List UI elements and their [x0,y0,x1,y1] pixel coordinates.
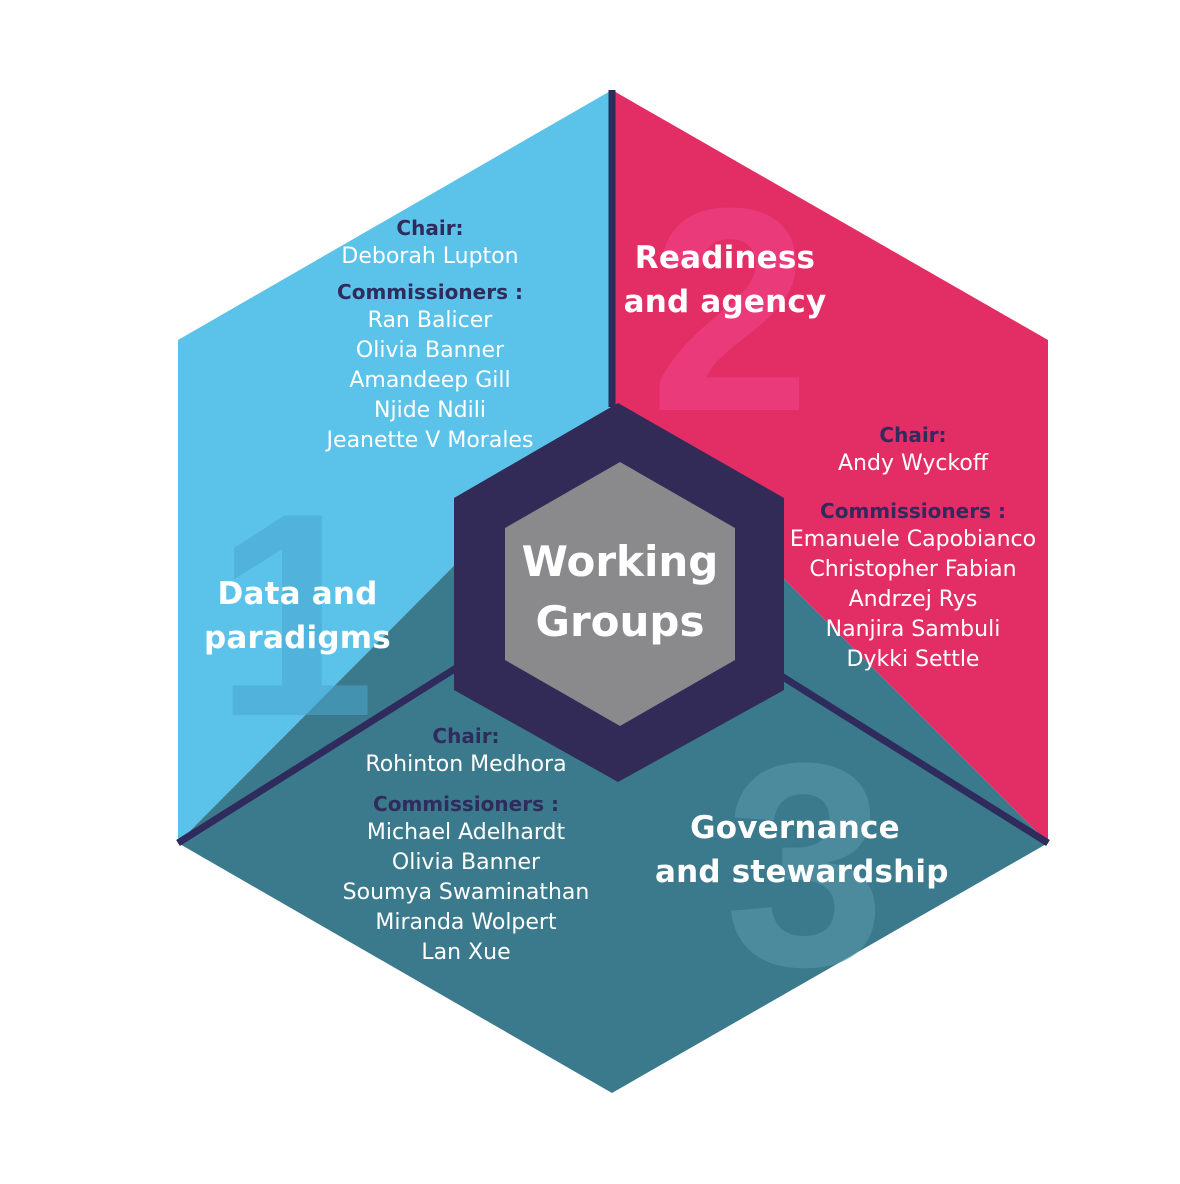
group-1-commissioner: Olivia Banner [355,338,505,363]
group-2-members: Chair: Andy Wyckoff Commissioners : Eman… [782,421,1044,675]
group-1-commissioners-label: Commissioners : [337,280,523,304]
group-3-chair-label: Chair: [432,724,500,748]
group-1-commissioner: Ran Balicer [367,308,493,333]
group-2-commissioner: Andrzej Rys [848,587,978,612]
group-2-title-line-1: Readiness [634,240,816,276]
center-label: Working Groups [500,532,740,652]
group-1-commissioner: Njide Ndili [374,398,486,423]
center-label-line-1: Working [521,537,719,586]
group-1-commissioner: Jeanette V Morales [326,428,534,453]
center-hexagon [505,462,735,726]
group-1-members: Chair: Deborah Lupton Commissioners : Ra… [300,214,560,456]
group-number-3: 3 [724,703,885,1027]
group-2-title: Readiness and agency [615,236,835,324]
group-3-commissioner: Lan Xue [421,940,511,965]
group-3-commissioner: Miranda Wolpert [375,910,557,935]
group-2-commissioners-label: Commissioners : [820,499,1006,523]
group-2-chair-name: Andy Wyckoff [837,451,989,476]
group-1-commissioner: Amandeep Gill [349,368,511,393]
group-2-chair-label: Chair: [879,423,947,447]
group-1-title: Data and paradigms [180,572,415,660]
group-1-title-line-2: paradigms [204,620,391,656]
group-3-commissioners-label: Commissioners : [373,792,559,816]
group-number-1: 1 [214,453,375,777]
group-2-commissioner: Dykki Settle [846,647,980,672]
group-3-title-line-1: Governance [690,810,900,846]
group-3-commissioner: Soumya Swaminathan [342,880,590,905]
group-3-title-line-2: and stewardship [655,854,949,890]
group-2-commissioner: Nanjira Sambuli [825,617,1001,642]
group-number-2: 2 [649,148,810,472]
group-2-title-line-2: and agency [623,284,827,320]
group-2-commissioner: Christopher Fabian [809,557,1017,582]
group-1-chair-name: Deborah Lupton [341,244,519,269]
group-1-chair-label: Chair: [396,216,464,240]
group-1-title-line-1: Data and [217,576,378,612]
group-3-members: Chair: Rohinton Medhora Commissioners : … [330,722,602,968]
group-3-title: Governance and stewardship [655,806,949,894]
sector-readiness-agency [612,90,1048,843]
group-3-commissioner: Michael Adelhardt [366,820,566,845]
group-3-chair-name: Rohinton Medhora [365,752,567,777]
sector-data-paradigms [178,90,612,843]
group-2-commissioner: Emanuele Capobianco [789,527,1037,552]
group-3-commissioner: Olivia Banner [391,850,541,875]
center-label-line-2: Groups [535,597,705,646]
